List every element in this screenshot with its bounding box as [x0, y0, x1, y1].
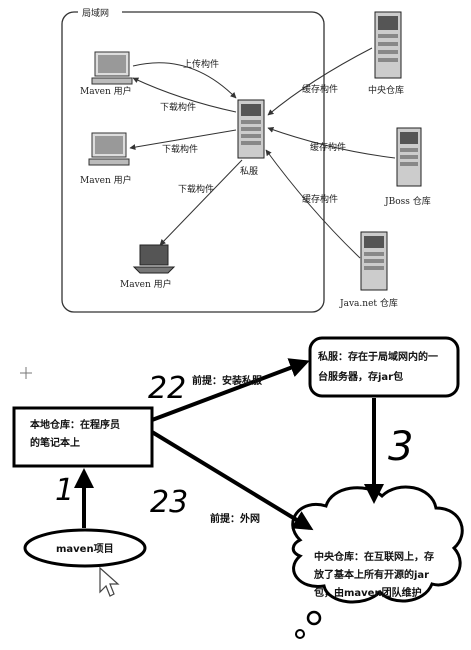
maven-user-3-label: Maven 用户 [120, 278, 172, 290]
cache-label-2: 缓存构件 [310, 141, 346, 153]
laptop-icon [132, 244, 176, 274]
download-label-2: 下载构件 [162, 143, 198, 155]
download-arrow-2 [129, 129, 237, 151]
premise-private-label: 前提：安装私服 [192, 374, 263, 387]
local-repo-box [12, 406, 154, 468]
cache-label-1: 缓存构件 [302, 83, 338, 95]
cache-label-3: 缓存构件 [302, 193, 338, 205]
private-line-1: 私服：存在于局域网内的一 [317, 350, 438, 363]
jboss-repo-label: JBoss 仓库 [384, 195, 431, 207]
hand-annotation-1: 1 [55, 473, 74, 508]
central-repo-label: 中央仓库 [368, 84, 404, 96]
server-icon [374, 11, 402, 79]
local-repo-line-2: 的笔记本上 [30, 436, 80, 449]
cloud-bubble [295, 629, 305, 639]
hand-annotation-22: 22 [148, 371, 186, 406]
premise-external-label: 前提：外网 [210, 512, 260, 525]
cloud-bubble [306, 610, 322, 626]
private-server-box [308, 336, 460, 398]
server-icon [396, 127, 422, 187]
local-to-central-arrow [150, 430, 314, 531]
desktop-computer-icon [88, 132, 130, 166]
cache-arrow-3 [265, 149, 361, 259]
central-line-3: 包，由maven团队维护 [314, 586, 422, 599]
download-label-3: 下载构件 [178, 183, 214, 195]
maven-project-label: maven项目 [56, 543, 114, 555]
javanet-repo-label: Java.net 仓库 [339, 297, 398, 309]
cache-arrow-1 [267, 47, 373, 116]
hand-annotation-3: 3 [388, 424, 413, 470]
upload-label: 上传构件 [183, 58, 219, 70]
local-to-private-arrow [151, 358, 310, 422]
server-icon [360, 231, 388, 291]
central-line-1: 中央仓库：在互联网上，存 [314, 550, 434, 563]
lan-label: 局域网 [82, 7, 109, 19]
maven-project-ellipse [23, 528, 147, 568]
hand-annotation-23: 23 [150, 485, 188, 520]
central-repo-cloud [291, 485, 464, 604]
local-repo-line-1: 本地仓库：在程序员 [30, 418, 120, 431]
download-label-1: 下载构件 [160, 101, 196, 113]
download-arrow-3 [159, 159, 243, 246]
upload-arrow [132, 62, 237, 99]
private-line-2: 台服务器，存jar包 [318, 370, 403, 383]
maven-user-1-label: Maven 用户 [80, 85, 132, 97]
download-arrow-1 [132, 77, 237, 113]
mouse-cursor-icon [99, 566, 120, 597]
central-line-2: 放了基本上所有开源的jar [313, 568, 429, 581]
maven-user-2-label: Maven 用户 [80, 174, 132, 186]
private-server-label: 私服 [240, 166, 258, 177]
desktop-computer-icon [91, 51, 133, 85]
server-icon [237, 99, 265, 159]
lan-boundary [61, 11, 325, 313]
cache-arrow-2 [267, 126, 396, 159]
crosshair-icon [20, 367, 32, 379]
